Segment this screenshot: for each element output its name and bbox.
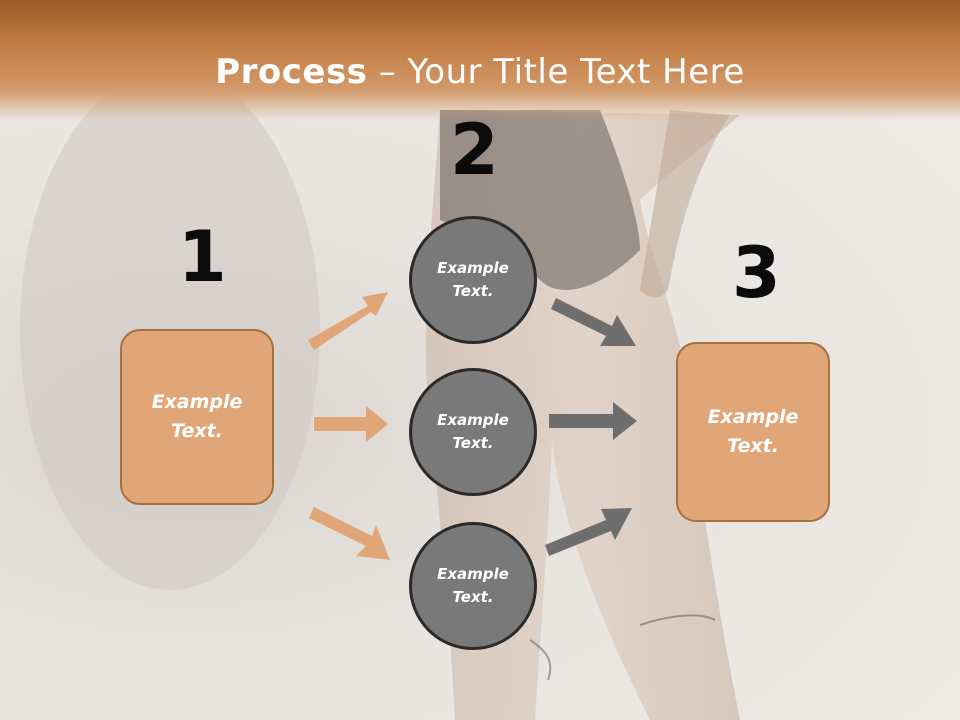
- title-rest: – Your Title Text Here: [367, 52, 745, 92]
- title-bold: Process: [215, 52, 368, 92]
- step-1-box: Example Text.: [120, 329, 274, 505]
- step-3-box: Example Text.: [676, 342, 830, 522]
- circle-middle: Example Text.: [409, 368, 537, 496]
- step-number-2: 2: [450, 109, 499, 191]
- circle-middle-text: Example Text.: [437, 411, 509, 452]
- circle-top-text: Example Text.: [437, 259, 509, 300]
- circle-bottom: Example Text.: [409, 522, 537, 650]
- slide-title: Process – Your Title Text Here: [0, 52, 960, 92]
- step-1-text: Example Text.: [151, 391, 243, 442]
- step-3-text: Example Text.: [707, 406, 799, 457]
- circle-top: Example Text.: [409, 216, 537, 344]
- step-number-1: 1: [178, 216, 227, 298]
- circle-bottom-text: Example Text.: [437, 565, 509, 606]
- step-number-3: 3: [732, 232, 781, 314]
- title-bar: [0, 0, 960, 120]
